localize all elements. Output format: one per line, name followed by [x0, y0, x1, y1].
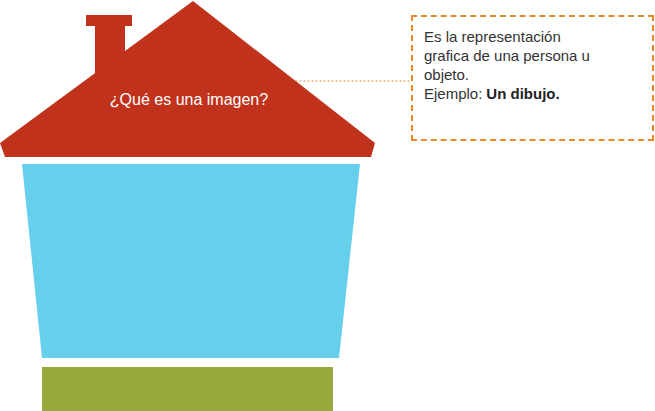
example-label: Ejemplo:	[424, 85, 482, 102]
house-base	[42, 367, 333, 411]
definition-text: Es la representación grafica de una pers…	[424, 27, 596, 84]
roof-shape: ¿Qué es una imagen?	[0, 0, 378, 160]
house-wall	[22, 164, 360, 358]
text-line: Ejemplo:Un dibujo.	[424, 84, 596, 103]
text-group: ¿Qué es una imagen?	[10, 90, 368, 109]
roof-outline	[0, 0, 378, 160]
example-value: Un dibujo.	[486, 85, 559, 102]
callout-box: Es la representación grafica de una pers…	[411, 15, 654, 141]
roof	[0, 1, 375, 157]
text-group: Es la representación grafica de una pers…	[424, 27, 596, 103]
roof-question: ¿Qué es una imagen?	[10, 90, 368, 109]
leader-line	[296, 81, 412, 82]
